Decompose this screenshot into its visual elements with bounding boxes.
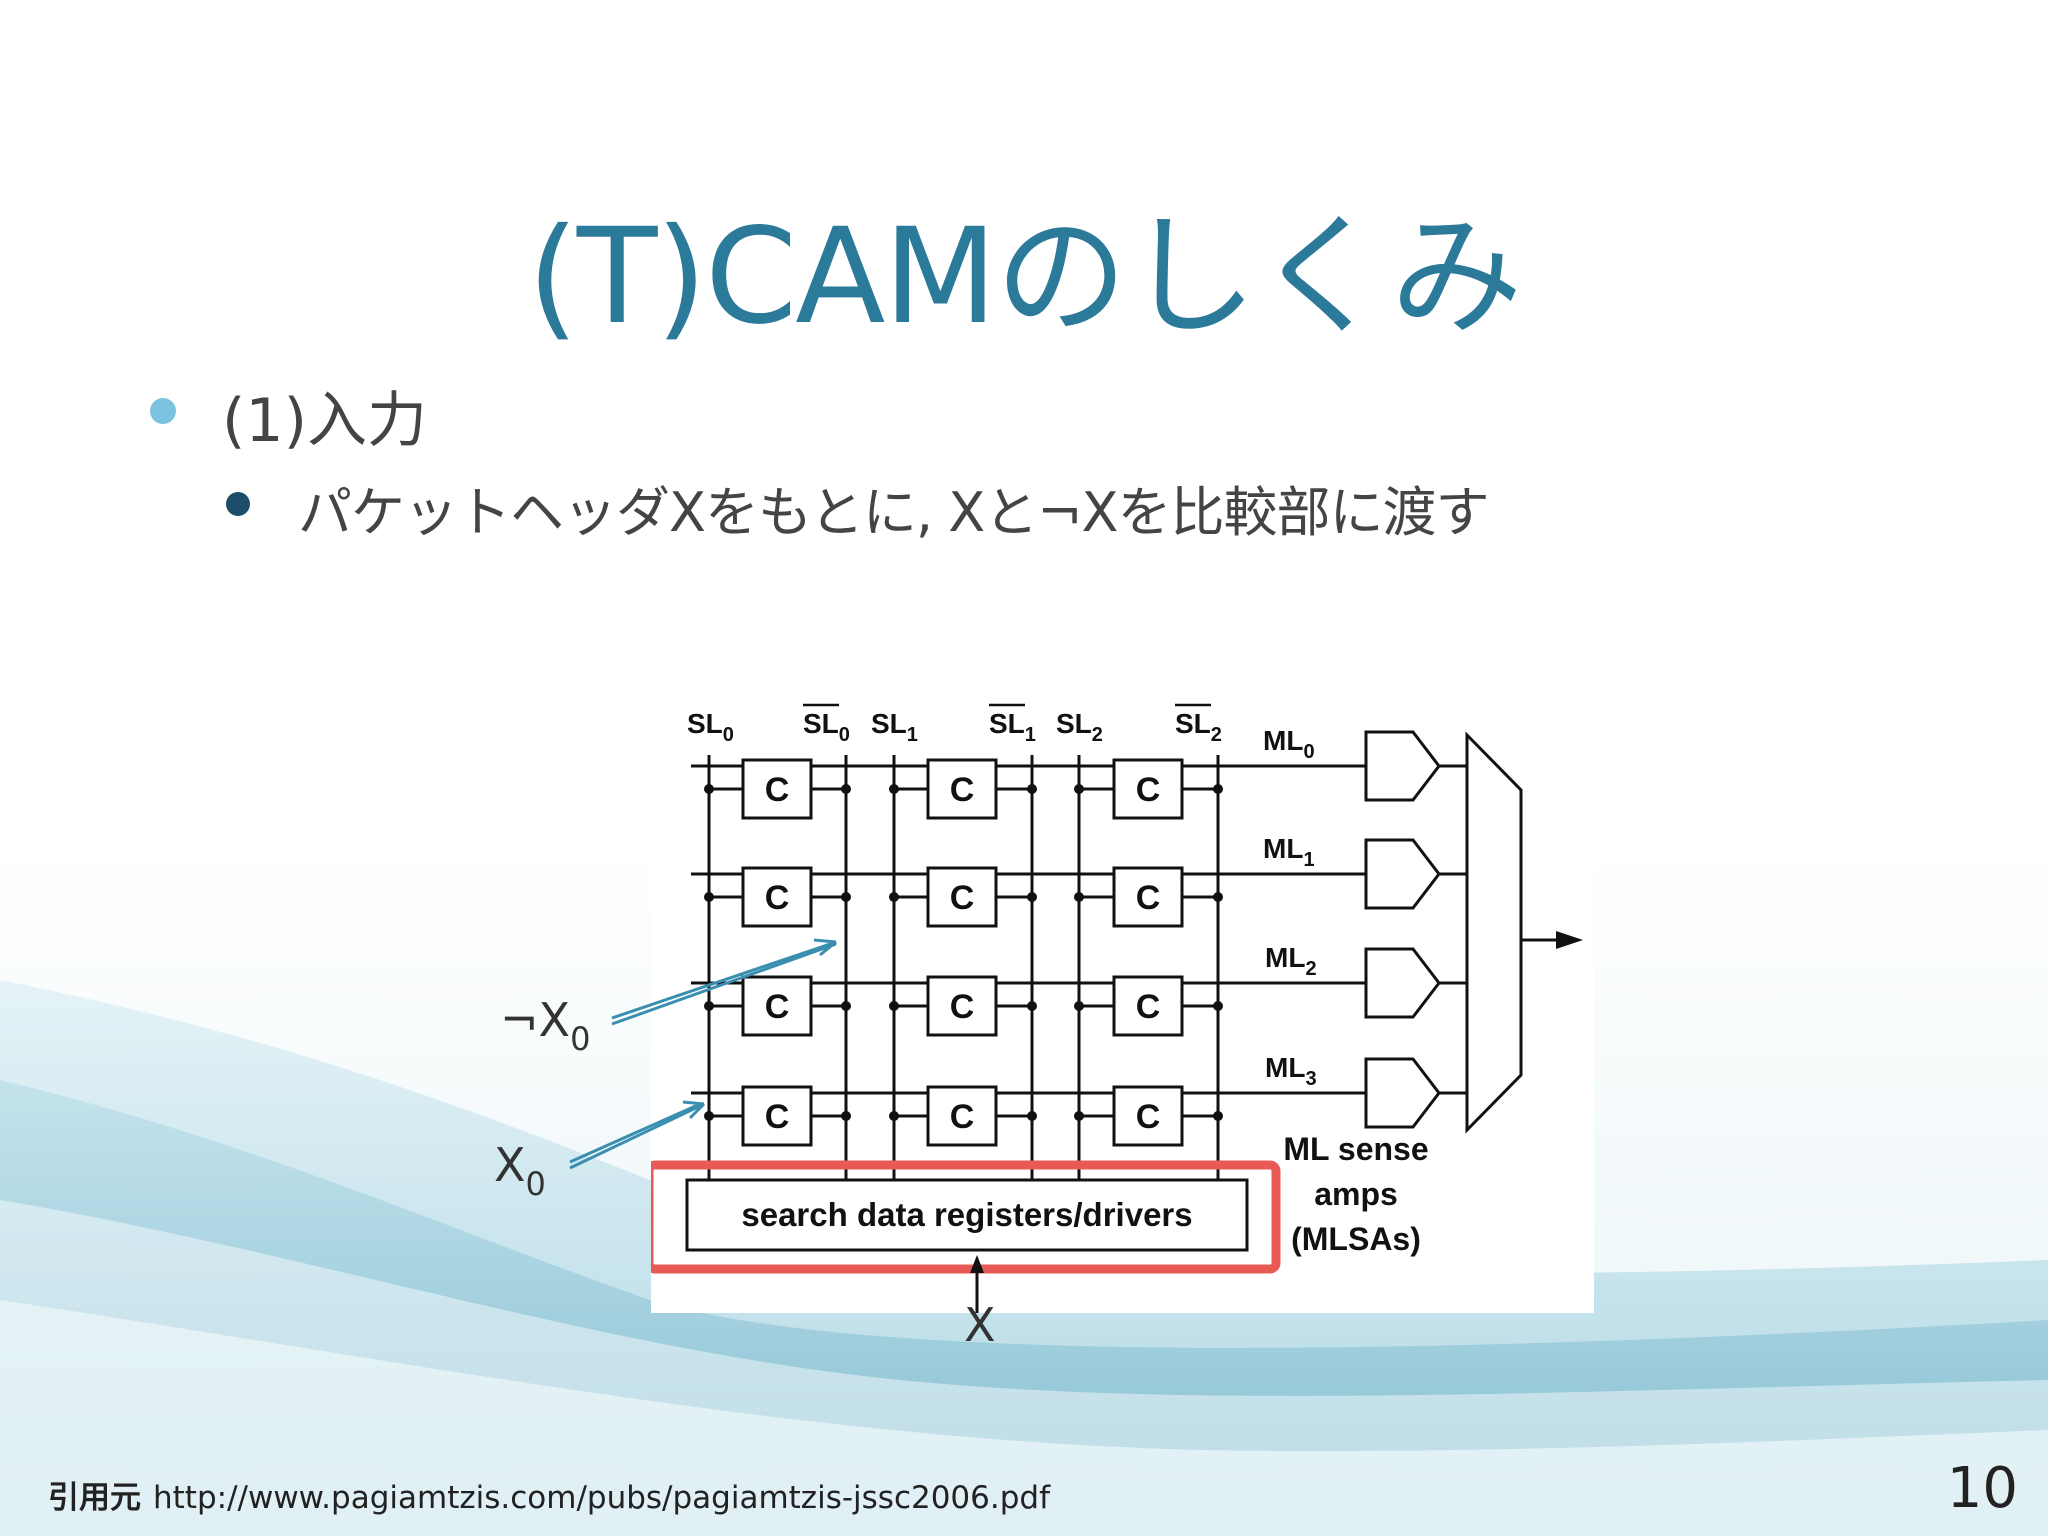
sl-bar-label: SL bbox=[989, 708, 1025, 739]
cell-label: C bbox=[950, 988, 975, 1026]
page-number: 10 bbox=[1946, 1456, 2018, 1521]
ml-sub: 0 bbox=[1303, 741, 1314, 763]
sl-sub: 1 bbox=[1025, 724, 1036, 746]
cell-label: C bbox=[1136, 771, 1161, 809]
source-citation: 引用元 http://www.pagiamtzis.com/pubs/pagiam… bbox=[48, 1472, 1050, 1517]
ml-sub: 1 bbox=[1303, 849, 1314, 871]
sl-bar-label: SL bbox=[1175, 708, 1211, 739]
svg-text:ML3: ML3 bbox=[1265, 1052, 1317, 1090]
svg-text:SL1: SL1 bbox=[989, 708, 1036, 746]
ml-sub: 2 bbox=[1305, 958, 1316, 980]
search-data-label: search data registers/drivers bbox=[741, 1196, 1192, 1233]
sl-bar-label: SL bbox=[803, 708, 839, 739]
cell-label: C bbox=[765, 879, 790, 917]
cell-label: C bbox=[765, 1098, 790, 1136]
bullet-dot-level2 bbox=[226, 492, 250, 516]
source-url: http://www.pagiamtzis.com/pubs/pagiamtzi… bbox=[153, 1480, 1051, 1516]
sl-label: SL bbox=[1056, 708, 1092, 739]
x0-label: X0 bbox=[494, 1138, 546, 1203]
svg-text:SL1: SL1 bbox=[871, 708, 918, 746]
sl-sub: 0 bbox=[839, 724, 850, 746]
bullet-level1-text: (1)入力 bbox=[222, 386, 427, 456]
sl-sub: 2 bbox=[1211, 724, 1222, 746]
svg-text:SL2: SL2 bbox=[1175, 708, 1222, 746]
cell-label: C bbox=[950, 879, 975, 917]
sl-sub: 1 bbox=[907, 724, 918, 746]
ml-sense-label: (MLSAs) bbox=[1291, 1221, 1421, 1257]
cell-label: C bbox=[950, 771, 975, 809]
cell-label: C bbox=[765, 771, 790, 809]
svg-text:SL0: SL0 bbox=[803, 708, 850, 746]
not-x0-label: ¬X0 bbox=[500, 993, 591, 1058]
cell-label: C bbox=[1136, 1098, 1161, 1136]
cell-label: C bbox=[950, 1098, 975, 1136]
sl-sub: 0 bbox=[723, 724, 734, 746]
ml-sense-label: amps bbox=[1314, 1176, 1398, 1212]
svg-text:SL2: SL2 bbox=[1056, 708, 1103, 746]
highlight-box bbox=[651, 1160, 1281, 1274]
ml-sense-label: ML sense bbox=[1283, 1131, 1428, 1167]
cell-label: C bbox=[765, 988, 790, 1026]
sl-label: SL bbox=[687, 708, 723, 739]
svg-text:ML0: ML0 bbox=[1263, 725, 1315, 763]
x-input-label: X bbox=[964, 1298, 996, 1352]
ml-label: ML bbox=[1263, 833, 1303, 864]
ml-label: ML bbox=[1265, 942, 1305, 973]
sl-sub: 2 bbox=[1092, 724, 1103, 746]
svg-text:ML2: ML2 bbox=[1265, 942, 1317, 980]
ml-label: ML bbox=[1263, 725, 1303, 756]
tcam-diagram: C C C C C C C C C C C C SL0 SL0 SL1 SL1 … bbox=[651, 675, 1594, 1313]
bullet-dot-level1 bbox=[150, 398, 176, 424]
source-prefix: 引用元 bbox=[48, 1480, 141, 1516]
cell-label: C bbox=[1136, 879, 1161, 917]
ml-sub: 3 bbox=[1305, 1068, 1316, 1090]
ml-label: ML bbox=[1265, 1052, 1305, 1083]
bullet-level2-text: パケットヘッダXをもとに, Xと¬Xを比較部に渡す bbox=[298, 481, 1489, 544]
cell-label: C bbox=[1136, 988, 1161, 1026]
slide-title: (T)CAMのしくみ bbox=[527, 200, 1522, 354]
sl-label: SL bbox=[871, 708, 907, 739]
svg-text:SL0: SL0 bbox=[687, 708, 734, 746]
svg-text:ML1: ML1 bbox=[1263, 833, 1315, 871]
